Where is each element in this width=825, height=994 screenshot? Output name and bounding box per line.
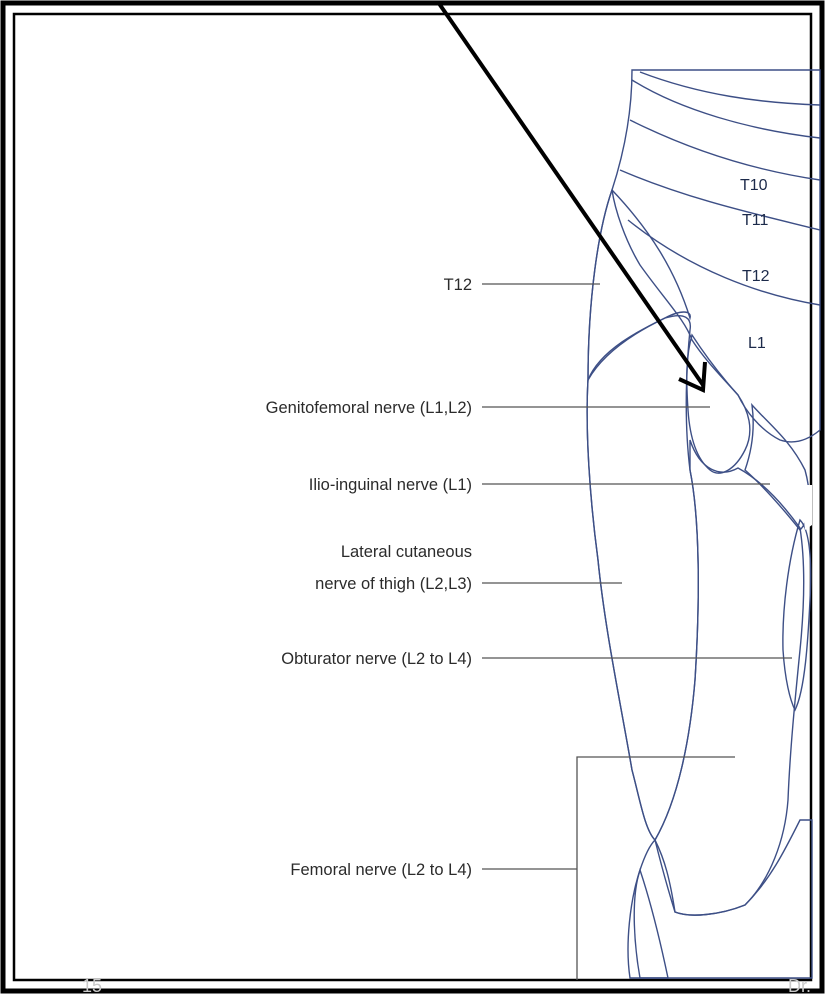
label-t12: T12 [444, 276, 472, 294]
segment-label-t12: T12 [742, 268, 770, 285]
label-lateral-cutaneous-line1: Lateral cutaneous [341, 543, 472, 561]
pointer-arrow-shaft [438, 2, 703, 385]
lower-leg-zone [634, 820, 812, 978]
boundary-t10-t11-b [630, 120, 820, 180]
label-lateral-cutaneous-line2: nerve of thigh (L2,L3) [315, 575, 472, 593]
label-ilio-inguinal: Ilio-inguinal nerve (L1) [309, 476, 472, 494]
leader-femoral [577, 757, 735, 980]
femoral-zone [655, 440, 804, 915]
genitofemoral-zone [687, 335, 750, 473]
outer-frame [3, 3, 822, 991]
label-obturator: Obturator nerve (L2 to L4) [281, 650, 472, 668]
segment-label-t11: T11 [742, 212, 768, 229]
boundary-t12-l1 [628, 220, 820, 305]
boundary-t11-t12 [620, 170, 820, 230]
page-number: 15 [82, 976, 102, 994]
lateral-cutaneous-zone [587, 316, 698, 840]
boundary-t10-t11 [632, 80, 820, 138]
inner-frame [14, 14, 811, 980]
segment-label-l1: L1 [748, 335, 766, 352]
segment-label-t10: T10 [740, 177, 768, 194]
label-genitofemoral: Genitofemoral nerve (L1,L2) [266, 399, 472, 417]
leg-contour-outer [587, 190, 655, 840]
label-femoral: Femoral nerve (L2 to L4) [290, 861, 472, 879]
author-fragment: Dr. [788, 976, 811, 994]
boundary-t10-upper [640, 72, 820, 105]
ilio-inguinal-zone [745, 405, 809, 530]
